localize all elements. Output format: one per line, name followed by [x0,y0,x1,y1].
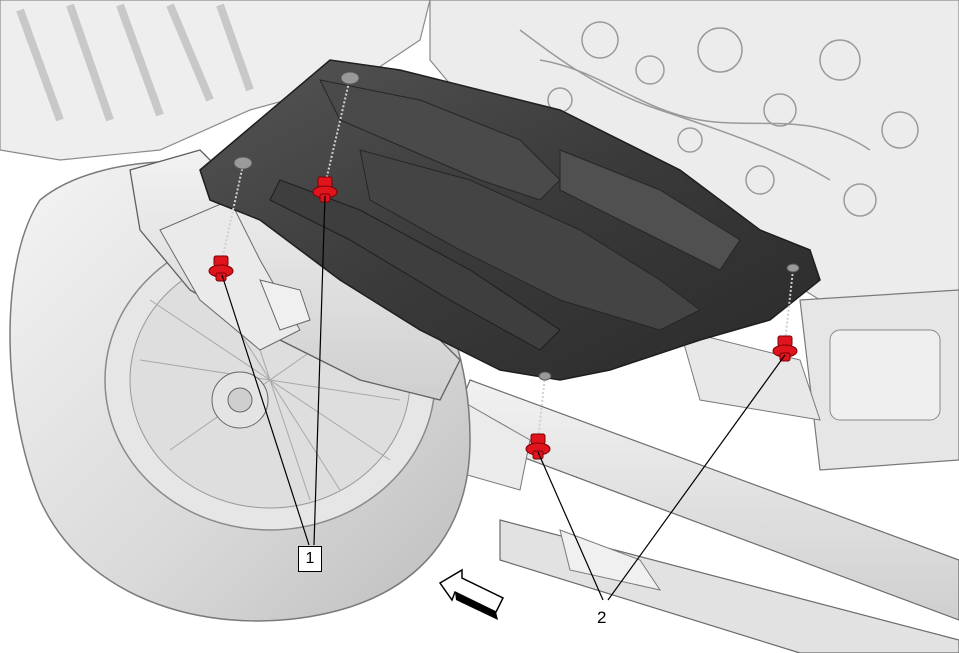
leader-lines [221,195,786,601]
fastener-2a [772,335,798,362]
engine-background [0,0,959,471]
fastener-bolts [208,176,798,460]
callout-1: 1 [298,546,322,572]
frame-rail [449,329,959,653]
skid-plate [199,59,821,381]
fastener-guides [221,77,794,441]
forward-arrow-icon [438,568,505,620]
fastener-1a [312,176,338,203]
callout-2: 2 [597,608,607,627]
mounting-holes [233,71,800,381]
